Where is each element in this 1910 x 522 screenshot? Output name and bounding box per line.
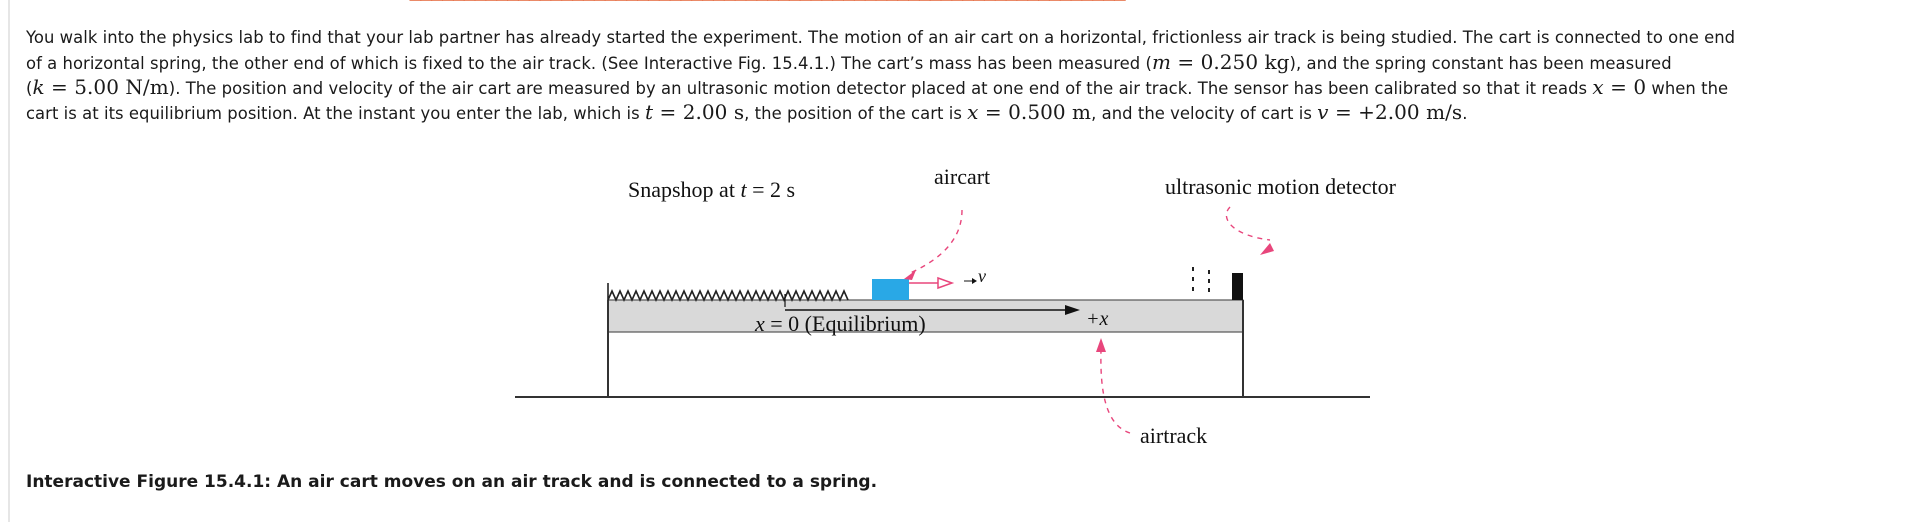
velocity-arrow-head xyxy=(937,276,955,290)
math-var-x: x xyxy=(1592,75,1604,99)
paragraph-line-3: (k = 5.00 N/m). The position and velocit… xyxy=(26,75,1906,100)
airtrack-label: airtrack xyxy=(1140,423,1208,448)
plus-x-label: +x xyxy=(1086,308,1109,330)
text: You walk into the physics lab to find th… xyxy=(26,28,1736,47)
detector-label: ultrasonic motion detector xyxy=(1165,174,1396,199)
figure-caption: Interactive Figure 15.4.1: An air cart m… xyxy=(26,472,878,492)
math-var-t: t xyxy=(644,100,654,124)
airtrack-pointer-head xyxy=(1096,338,1106,352)
math-spring-constant-value: = 5.00 N/m xyxy=(44,75,169,99)
x-axis-arrow-head xyxy=(1065,305,1080,315)
paragraph-line-1: You walk into the physics lab to find th… xyxy=(26,25,1906,50)
snapshot-t-var: t xyxy=(740,177,747,202)
detector-pointer xyxy=(1225,206,1271,241)
text: when the xyxy=(1646,79,1729,98)
text: . xyxy=(1462,104,1468,123)
math-var-x: x xyxy=(967,100,979,124)
airtrack-pointer xyxy=(1100,349,1131,434)
equilibrium-x-var: x xyxy=(755,311,765,336)
text: of a horizontal spring, the other end of… xyxy=(26,54,1152,73)
math-time-value: = 2.00 s xyxy=(653,100,745,124)
detector-pointer-head xyxy=(1260,243,1274,255)
air-cart xyxy=(872,279,909,300)
text: , the position of the cart is xyxy=(744,104,968,123)
math-zero-value: = 0 xyxy=(1603,75,1647,99)
paragraph-line-2: of a horizontal spring, the other end of… xyxy=(26,50,1906,75)
math-var-v: v xyxy=(1317,100,1329,124)
text: cart is at its equilibrium position. At … xyxy=(26,104,645,123)
aircart-pointer xyxy=(907,209,963,275)
figure-drawing xyxy=(515,206,1370,434)
left-border xyxy=(8,0,10,522)
text: ( xyxy=(26,79,33,98)
spring xyxy=(607,283,849,302)
math-var-m: m xyxy=(1151,50,1171,74)
math-position-value: = 0.500 m xyxy=(978,100,1092,124)
equilibrium-label: x = 0 (Equilibrium) xyxy=(755,311,926,337)
equilibrium-text: = 0 (Equilibrium) xyxy=(764,311,926,336)
air-track-figure: Snapshop at t = 2 s aircart ultrasonic m… xyxy=(500,155,1400,465)
paragraph-line-4: cart is at its equilibrium position. At … xyxy=(26,100,1906,125)
math-mass-value: = 0.250 kg xyxy=(1170,50,1290,74)
math-velocity-value: = +2.00 m/s xyxy=(1328,100,1463,124)
snapshot-time: = 2 s xyxy=(746,177,796,202)
aircart-label: aircart xyxy=(934,164,991,189)
math-var-k: k xyxy=(32,75,45,99)
snapshot-text: Snapshop at xyxy=(628,177,741,202)
snapshot-label: Snapshop at t = 2 s xyxy=(628,177,795,203)
vector-bar-head xyxy=(972,278,977,284)
problem-paragraph: You walk into the physics lab to find th… xyxy=(26,25,1906,125)
velocity-symbol: v xyxy=(978,266,986,286)
air-track-body xyxy=(607,299,1244,333)
aircart-pointer-head xyxy=(904,270,916,280)
text: ), and the spring constant has been meas… xyxy=(1289,54,1672,73)
cropped-heading: ━━━━━━━━━━━━━━━━━━━━━━━━━━━━━━━━━━━━━━━━… xyxy=(0,0,1910,12)
text: ). The position and velocity of the air … xyxy=(168,79,1593,98)
motion-detector xyxy=(1232,273,1243,300)
text: , and the velocity of cart is xyxy=(1091,104,1318,123)
